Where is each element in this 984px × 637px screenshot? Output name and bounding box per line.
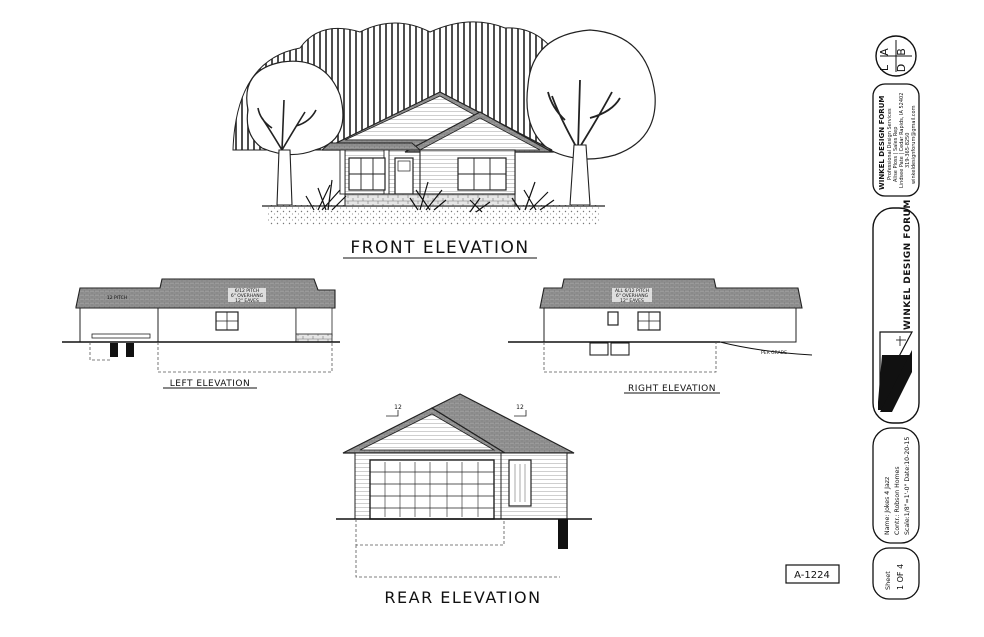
right-window-small [607,311,619,326]
plan-number: A-1224 [794,570,830,581]
right-wall [543,307,797,343]
front-window-left [348,157,386,191]
project-name: Name: Jokes 4 Jazz [884,477,891,535]
svg-text:L: L [878,64,891,71]
left-roof [75,278,336,309]
right-grade-note: PER GRADE [761,350,787,356]
right-window [637,311,661,331]
sheet-label: Sheet [884,571,892,590]
title-block: A L B D WINKEL DESIGN FORUM Professional… [872,35,920,600]
tree-right [526,29,656,206]
rear-elevation: 12 12 REAR ELEVATION [336,393,592,607]
brand-name: WINKEL DESIGN FORUM [903,199,913,330]
right-elevation: ALL 6/12 PITCH 6" OVERHANG 12" EAVES PER… [508,278,813,394]
right-roof-note-2: 6" OVERHANG [616,293,649,299]
left-roof-note-2: 6" OVERHANG [231,293,264,299]
left-roof-note-3: 12" EAVES [235,298,259,304]
svg-text:B: B [895,48,908,56]
front-elevation: FRONT ELEVATION [232,21,656,259]
firm-line-1: Professional Design Services [887,108,893,180]
brand-capsule: WINKEL DESIGN FORUM [872,199,920,424]
right-elevation-title: RIGHT ELEVATION [628,384,716,394]
rear-pitch-left: 12 [394,404,402,411]
firm-line-2: Alise Ploss | Sales Rep [893,127,899,182]
left-side-note: 12 PITCH [107,295,127,301]
project-info-card: Name: Jokes 4 Jazz Contr.: Robson Homes … [872,427,920,544]
firm-line-3: Lindsee Pate | Cedar Rapids, IA 52402 [899,93,905,188]
rear-pitch-right: 12 [516,404,524,411]
firm-name: WINKEL DESIGN FORUM [878,96,886,190]
garage-door [369,459,495,520]
logo-seal: A L B D [875,35,917,77]
rear-door [508,459,532,507]
front-door [394,157,414,195]
firm-line-5: winkeldesignforum@gmail.com [911,105,917,184]
right-roof-note-1: ALL 6/12 PITCH [615,288,649,294]
front-window-right [457,157,507,191]
firm-line-4: 319-365-8250 [905,133,911,168]
left-roof-note-1: 6/12 PITCH [235,288,260,294]
sheet-info-card: Sheet 1 OF 4 [872,547,920,600]
left-window [215,311,239,331]
ground-gravel [268,205,600,225]
sheet-value: 1 OF 4 [896,564,905,590]
plan-number-box: A-1224 [785,564,840,584]
left-elevation-title: LEFT ELEVATION [170,379,250,389]
project-scale-date: Scale:1/8"=1'-0" Date:10-20-15 [904,437,911,535]
left-elevation: 6/12 PITCH 6" OVERHANG 12" EAVES 12 PITC… [62,278,340,389]
rear-elevation-title: REAR ELEVATION [384,588,541,607]
svg-text:A: A [878,48,891,56]
svg-text:D: D [895,64,908,72]
basement-windows [589,342,630,356]
shrubs [305,179,555,213]
tree-left [246,60,344,206]
right-roof-note-3: 12" EAVES [620,298,644,304]
front-elevation-title: FRONT ELEVATION [350,238,529,258]
right-roof [539,278,803,309]
firm-info-card: WINKEL DESIGN FORUM Professional Design … [872,83,920,197]
left-garage-wall [79,307,159,343]
project-contractor: Contr.: Robson Homes [894,466,901,535]
